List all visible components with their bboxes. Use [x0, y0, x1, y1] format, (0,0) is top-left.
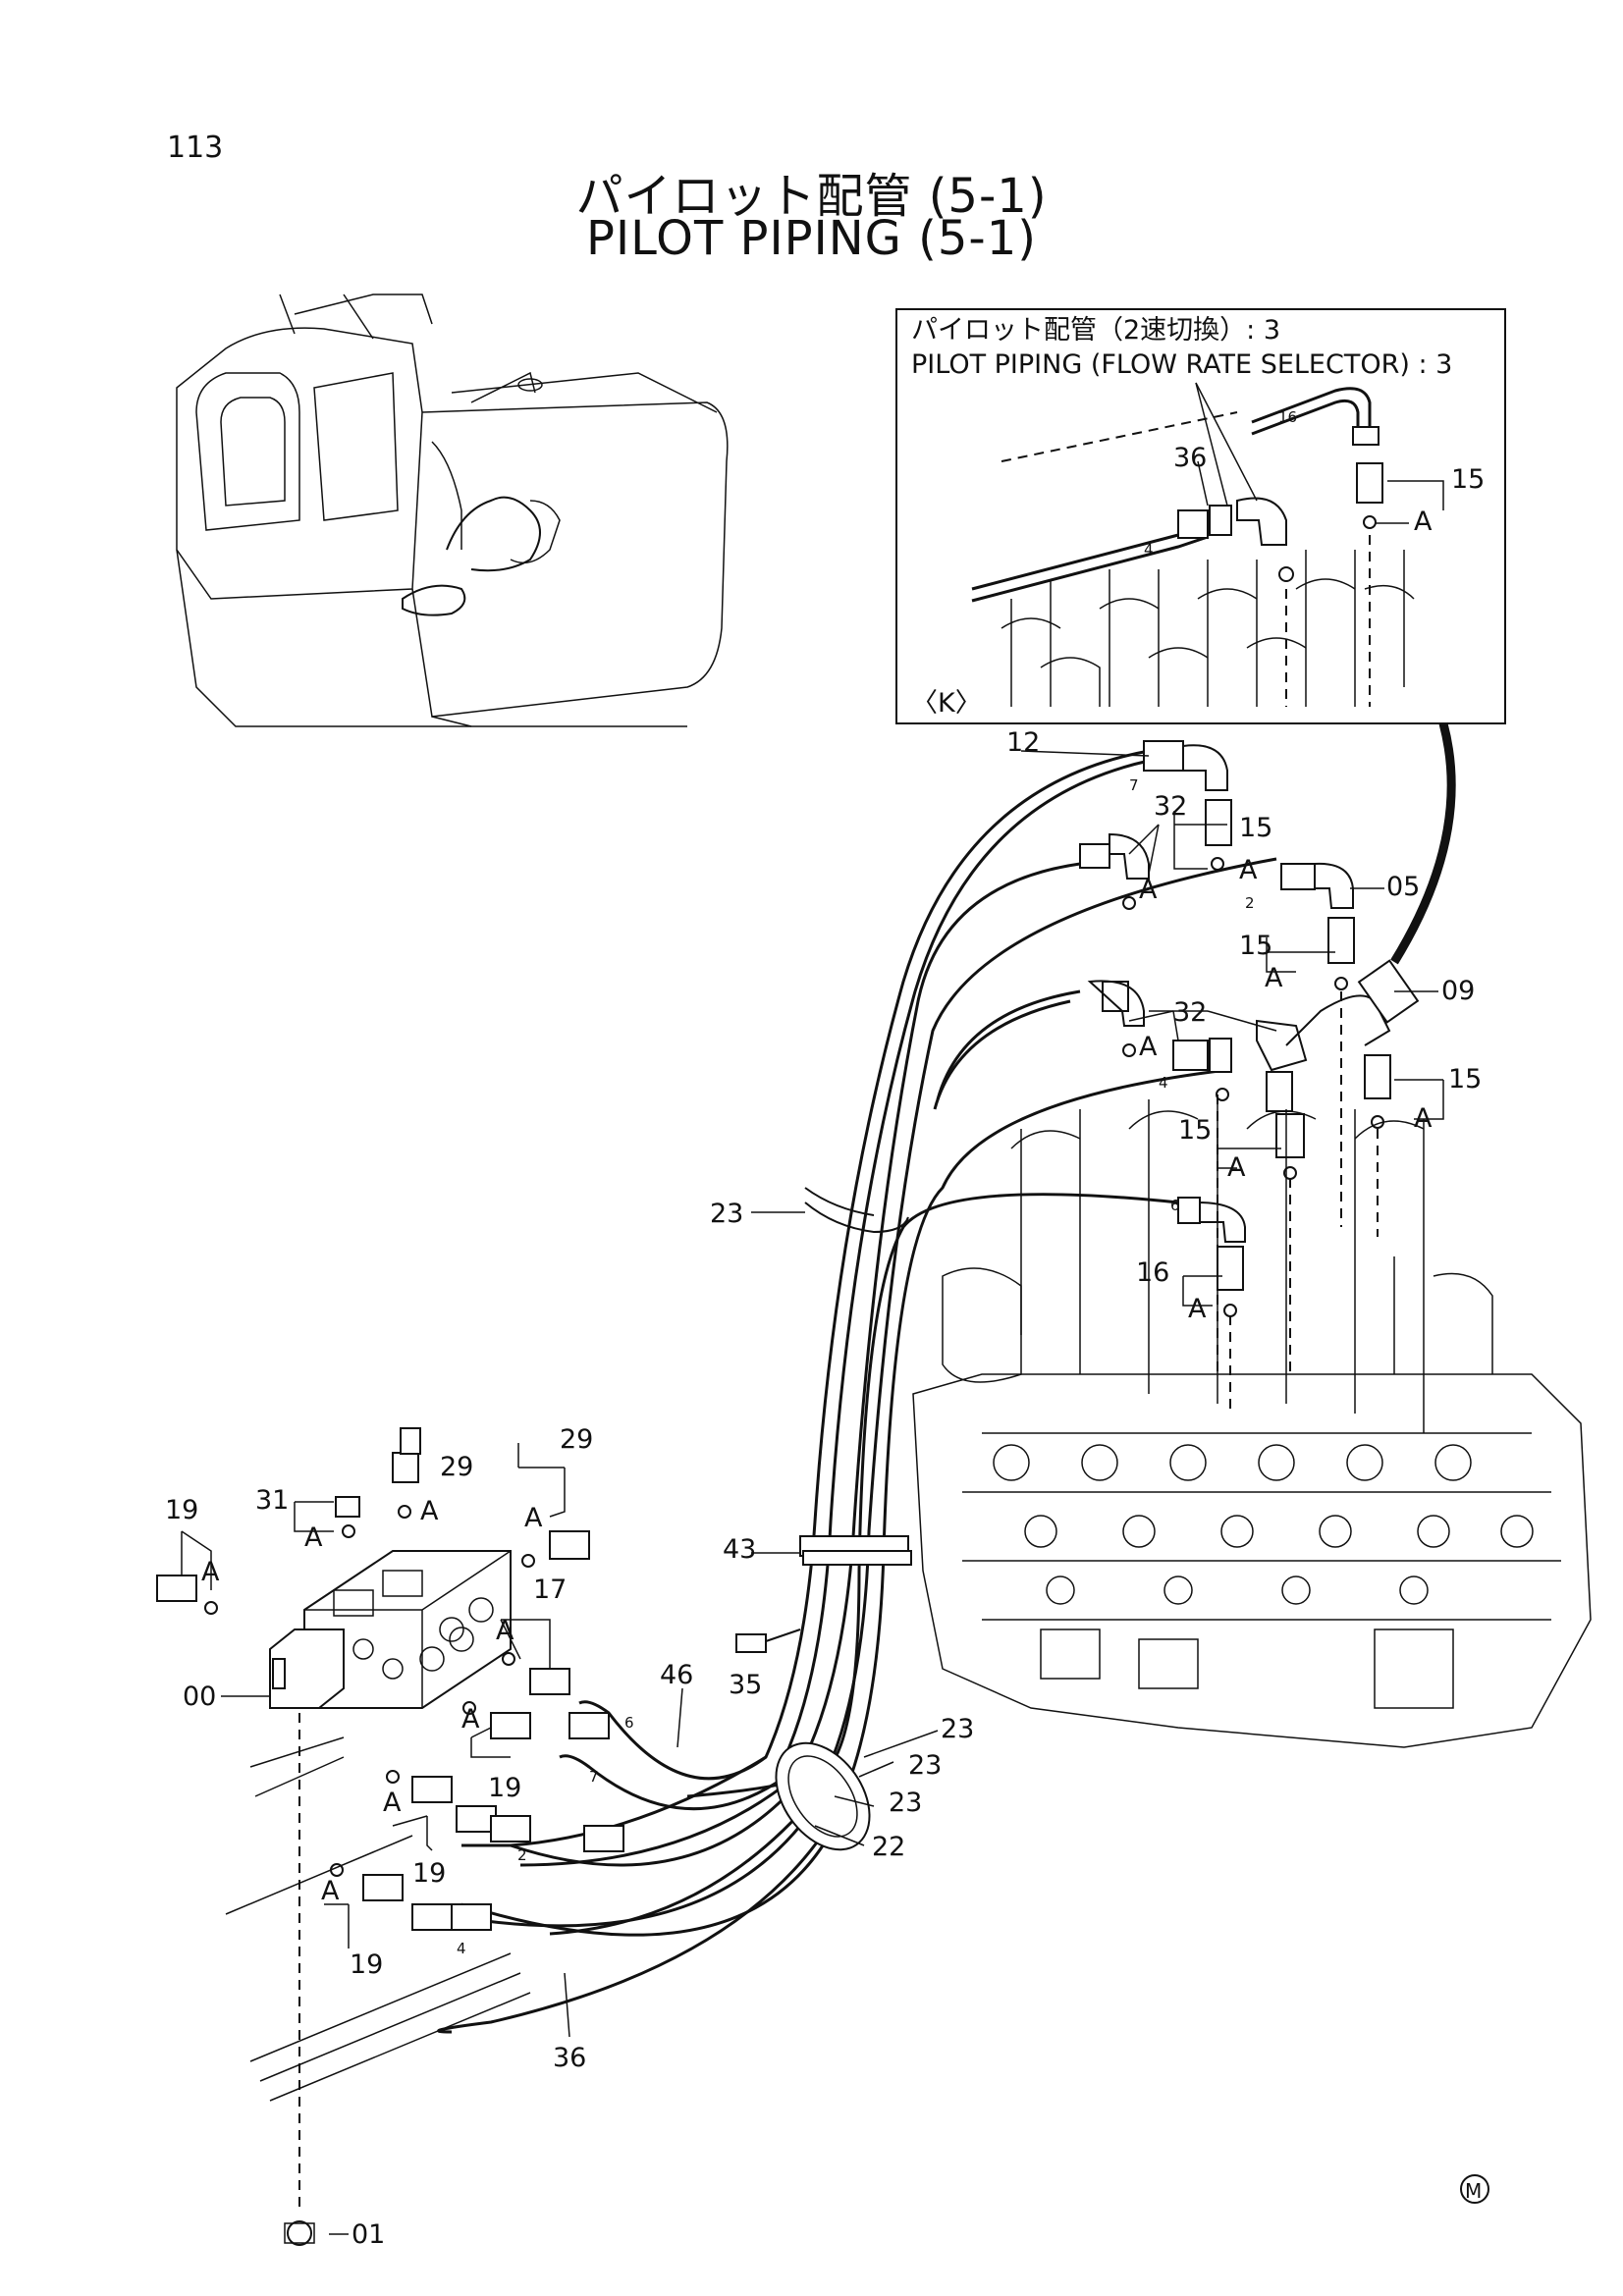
leader-lines [181, 750, 1444, 2235]
hose-num-16-inset: 16 [1278, 408, 1297, 426]
label-32-upper: 32 [1154, 791, 1187, 822]
label-29-right: 29 [560, 1424, 593, 1455]
corner-mark-letter: M [1465, 2179, 1482, 2203]
excavator-locator-sketch [176, 294, 729, 727]
label-A-a: A [1239, 855, 1258, 885]
detail-view-label: 〈K〉 [911, 688, 982, 719]
part-labels: 12 32 15 A A 05 15 A 09 32 A 15 A 15 A 2… [165, 727, 1482, 2250]
label-19-a: 19 [165, 1495, 198, 1525]
label-09: 09 [1441, 976, 1475, 1006]
label-17: 17 [533, 1575, 567, 1605]
hose-num-6-mid: 6 [1170, 1197, 1180, 1214]
detail-title-jp: パイロット配管（2速切換）: 3 [911, 315, 1280, 346]
label-35: 35 [729, 1670, 762, 1700]
label-19-d: 19 [350, 1949, 383, 1980]
page-title-jp: パイロット配管 (5-1) [575, 169, 1048, 224]
label-15-c: 15 [1448, 1064, 1482, 1095]
hose-numbers: 7 2 4 6 6 7 2 4 [457, 776, 1255, 1957]
page-title-en: PILOT PIPING (5-1) [586, 211, 1037, 266]
hose-bundle [437, 749, 1277, 2034]
label-A-l: A [496, 1616, 514, 1646]
label-A-n: A [383, 1788, 402, 1818]
detail-title-en: PILOT PIPING (FLOW RATE SELECTOR) : 3 [911, 349, 1452, 380]
label-15-inset: 15 [1451, 464, 1485, 495]
detail-inset-box: パイロット配管（2速切換）: 3 PILOT PIPING (FLOW RATE… [895, 308, 1506, 724]
label-16: 16 [1136, 1257, 1169, 1288]
hose-num-2-low: 2 [517, 1846, 527, 1864]
label-A-g: A [1188, 1294, 1207, 1324]
hose-num-4-inset: 4 [1144, 541, 1154, 559]
label-36-inset: 36 [1173, 443, 1207, 473]
label-19-b: 19 [488, 1773, 521, 1803]
label-12: 12 [1006, 727, 1040, 758]
label-23-b: 23 [908, 1750, 942, 1781]
hose-num-7-top: 7 [1129, 776, 1139, 794]
label-36: 36 [553, 2043, 586, 2073]
label-05: 05 [1386, 872, 1420, 902]
label-29-left: 29 [440, 1452, 473, 1482]
label-A-f: A [1227, 1152, 1246, 1183]
label-15-b: 15 [1239, 931, 1272, 961]
label-A-m: A [461, 1704, 480, 1735]
label-A-j: A [304, 1522, 323, 1553]
page-number: 113 [167, 131, 224, 165]
hose-num-6-low: 6 [624, 1714, 634, 1732]
label-32-lower: 32 [1173, 997, 1207, 1028]
label-A-b: A [1139, 875, 1158, 905]
label-23-c: 23 [889, 1788, 922, 1818]
control-valve-body [912, 991, 1592, 1748]
label-15-a: 15 [1239, 813, 1272, 843]
label-22: 22 [872, 1832, 905, 1862]
upper-fittings [1079, 740, 1420, 1317]
label-A-c: A [1265, 963, 1283, 993]
corner-mark: M [1460, 2174, 1489, 2204]
label-19-c: 19 [412, 1858, 446, 1889]
hose-num-4-low: 4 [457, 1940, 466, 1957]
label-A-h: A [524, 1503, 543, 1533]
label-23-a: 23 [941, 1714, 974, 1744]
label-43: 43 [723, 1534, 756, 1565]
label-46: 46 [660, 1660, 693, 1690]
hose-num-4-mid: 4 [1159, 1074, 1168, 1092]
label-01: 01 [352, 2219, 385, 2250]
label-A-o: A [321, 1876, 340, 1906]
label-A-inset: A [1414, 507, 1433, 537]
label-A-i: A [420, 1496, 439, 1526]
label-31: 31 [255, 1485, 289, 1516]
label-23-top: 23 [710, 1199, 743, 1229]
detail-reference-curve [1390, 721, 1456, 965]
label-A-e: A [1414, 1103, 1433, 1134]
label-00: 00 [183, 1682, 216, 1712]
hose-num-7-low: 7 [589, 1768, 599, 1786]
label-A-k: A [201, 1557, 220, 1587]
hose-num-2-top: 2 [1245, 894, 1255, 912]
pilot-block [156, 1427, 801, 2246]
label-15-d: 15 [1178, 1115, 1212, 1146]
label-A-d: A [1139, 1032, 1158, 1062]
